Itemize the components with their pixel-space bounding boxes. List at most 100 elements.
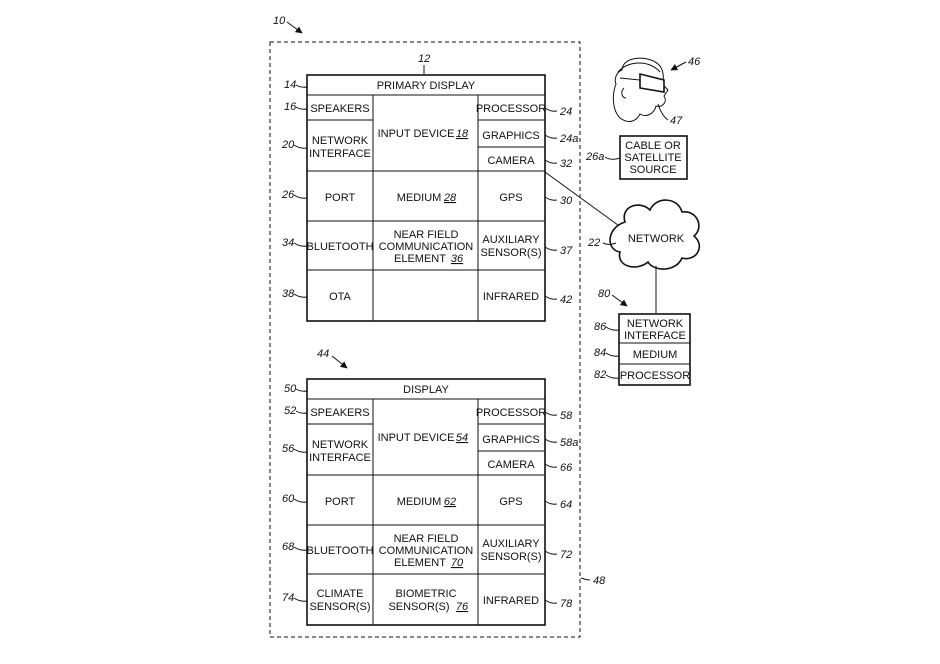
input-device-label: INPUT DEVICE bbox=[378, 432, 455, 444]
ref-16: 16 bbox=[284, 101, 297, 113]
auxiliary-label-1: AUXILIARY bbox=[482, 538, 540, 550]
cable-source-line-2: SATELLITE bbox=[624, 152, 681, 164]
ref-84: 84 bbox=[594, 347, 606, 359]
nfc-label-1: NEAR FIELD bbox=[394, 533, 459, 545]
nfc-num: 70 bbox=[451, 557, 464, 569]
network-label: NETWORK bbox=[628, 233, 685, 245]
server-medium: MEDIUM bbox=[633, 349, 678, 361]
port-label: PORT bbox=[325, 192, 356, 204]
nfc-label-3: ELEMENT bbox=[394, 557, 446, 569]
infrared-label: INFRARED bbox=[483, 291, 539, 303]
ref-device-secondary: 44 bbox=[317, 348, 329, 360]
ota-label: OTA bbox=[329, 291, 351, 303]
server-network-interface-2: INTERFACE bbox=[624, 330, 686, 342]
input-device-label: INPUT DEVICE bbox=[378, 128, 455, 140]
ref-82: 82 bbox=[594, 369, 606, 381]
ref-72: 72 bbox=[560, 549, 572, 561]
ref-58: 58 bbox=[560, 410, 573, 422]
medium-num: 28 bbox=[443, 192, 457, 204]
ref-64: 64 bbox=[560, 499, 572, 511]
auxiliary-label-1: AUXILIARY bbox=[482, 234, 540, 246]
auxiliary-label-2: SENSOR(S) bbox=[480, 551, 541, 563]
climate-label-1: CLIMATE bbox=[317, 588, 364, 600]
ref-30: 30 bbox=[560, 195, 573, 207]
ref-46: 46 bbox=[688, 56, 701, 68]
ref-78: 78 bbox=[560, 598, 573, 610]
head-outline bbox=[612, 57, 669, 122]
primary-display-device: PRIMARY DISPLAY SPEAKERS NETWORK INTERFA… bbox=[306, 74, 546, 322]
cable-source-box bbox=[619, 135, 688, 180]
camera-label: CAMERA bbox=[487, 459, 535, 471]
biometric-label-2: SENSOR(S) bbox=[388, 601, 449, 613]
ref-device-primary: 12 bbox=[418, 53, 430, 65]
gps-label: GPS bbox=[499, 496, 522, 508]
processor-label: PROCESSOR bbox=[476, 407, 546, 419]
ref-server: 80 bbox=[598, 288, 611, 300]
network-cloud bbox=[609, 199, 700, 270]
ref-14: 14 bbox=[284, 79, 296, 91]
ref-boundary-leader bbox=[580, 577, 591, 581]
ref-34: 34 bbox=[282, 237, 294, 249]
ref-47: 47 bbox=[670, 115, 683, 127]
primary-display-title: PRIMARY DISPLAY bbox=[377, 80, 476, 92]
climate-label-2: SENSOR(S) bbox=[309, 601, 370, 613]
ref-26: 26 bbox=[281, 189, 295, 201]
ref-66: 66 bbox=[560, 462, 573, 474]
ref-74: 74 bbox=[282, 592, 294, 604]
ref-system-arrow bbox=[286, 21, 303, 34]
gps-label: GPS bbox=[499, 192, 522, 204]
headset-visor-icon bbox=[639, 72, 665, 93]
speakers-label: SPEAKERS bbox=[310, 103, 369, 115]
speakers-label: SPEAKERS bbox=[310, 407, 369, 419]
server-box: NETWORK INTERFACE MEDIUM PROCESSOR bbox=[618, 313, 691, 386]
ref-42: 42 bbox=[560, 294, 572, 306]
nfc-label-2: COMMUNICATION bbox=[379, 241, 474, 253]
bluetooth-label: BLUETOOTH bbox=[306, 241, 373, 253]
medium-num: 62 bbox=[444, 496, 456, 508]
nfc-label-2: COMMUNICATION bbox=[379, 545, 474, 557]
server-network-interface-1: NETWORK bbox=[627, 318, 684, 330]
ref-58a: 58a bbox=[560, 437, 578, 449]
ref-50: 50 bbox=[284, 383, 297, 395]
nfc-label-1: NEAR FIELD bbox=[394, 229, 459, 241]
ref-22: 22 bbox=[587, 237, 600, 249]
nfc-label-3: ELEMENT bbox=[394, 253, 446, 265]
input-device-num: 18 bbox=[456, 128, 469, 140]
biometric-num: 76 bbox=[456, 601, 469, 613]
camera-network-link bbox=[544, 171, 623, 229]
network-interface-label: NETWORK bbox=[312, 135, 369, 147]
server-processor: PROCESSOR bbox=[620, 370, 690, 382]
cable-source-line-1: CABLE OR bbox=[625, 140, 681, 152]
secondary-display-device: DISPLAY SPEAKERS NETWORK INTERFACE INPUT… bbox=[306, 378, 546, 626]
biometric-label-1: BIOMETRIC bbox=[395, 588, 456, 600]
vr-headset-illustration bbox=[612, 57, 669, 122]
ref-boundary: 48 bbox=[593, 575, 606, 587]
graphics-label: GRAPHICS bbox=[482, 130, 539, 142]
graphics-label: GRAPHICS bbox=[482, 434, 539, 446]
ref-system: 10 bbox=[273, 15, 286, 27]
camera-label: CAMERA bbox=[487, 155, 535, 167]
ref-86: 86 bbox=[594, 321, 607, 333]
port-label: PORT bbox=[325, 496, 356, 508]
network-interface-label: NETWORK bbox=[312, 439, 369, 451]
infrared-label: INFRARED bbox=[483, 595, 539, 607]
ref-68: 68 bbox=[282, 541, 295, 553]
nfc-num: 36 bbox=[451, 253, 464, 265]
system-boundary bbox=[269, 41, 581, 638]
cable-source-line-3: SOURCE bbox=[629, 164, 676, 176]
secondary-device-box bbox=[306, 378, 546, 626]
headband-icon bbox=[617, 62, 661, 73]
ref-56: 56 bbox=[282, 443, 295, 455]
ref-38: 38 bbox=[282, 288, 295, 300]
ref-60: 60 bbox=[282, 493, 295, 505]
ref-52: 52 bbox=[284, 405, 296, 417]
input-device-num: 54 bbox=[456, 432, 468, 444]
ref-32: 32 bbox=[560, 158, 572, 170]
network-interface-label-2: INTERFACE bbox=[309, 148, 371, 160]
ref-26a: 26a bbox=[585, 151, 604, 163]
bluetooth-label: BLUETOOTH bbox=[306, 545, 373, 557]
ref-24: 24 bbox=[559, 106, 572, 118]
medium-label: MEDIUM bbox=[397, 192, 442, 204]
network-interface-label-2: INTERFACE bbox=[309, 452, 371, 464]
